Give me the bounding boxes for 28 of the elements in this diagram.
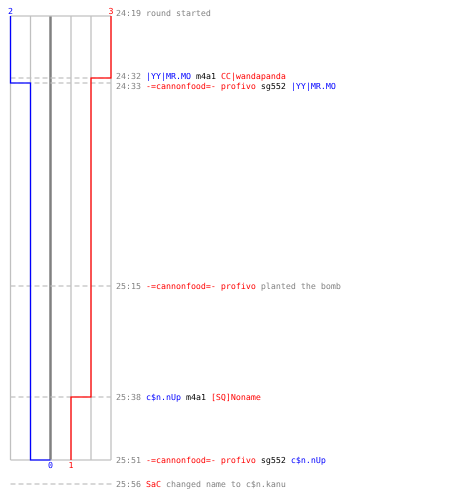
- team-count-label: 1: [68, 460, 74, 470]
- timestamp: 25:56: [116, 479, 141, 489]
- timestamp: 24:33: [116, 81, 141, 91]
- event-message: round started: [146, 8, 211, 18]
- weapon-name: sg552: [260, 81, 286, 91]
- timestamp: 25:38: [116, 392, 141, 402]
- team-count-label: 3: [108, 6, 114, 16]
- player-name: |YY|MR.MO: [146, 71, 191, 81]
- weapon-name: m4a1: [186, 392, 206, 402]
- timestamp: 25:51: [116, 455, 141, 465]
- player-name: [SQ]Noname: [210, 392, 261, 402]
- player-name: -=cannonfood=- profivo: [146, 81, 256, 91]
- player-name: -=cannonfood=- profivo: [146, 281, 256, 291]
- team-count-label: 2: [8, 6, 13, 16]
- team-count-label: 0: [48, 460, 53, 470]
- player-name: SaC: [146, 479, 161, 489]
- player-name: |YY|MR.MO: [290, 81, 336, 91]
- weapon-name: sg552: [260, 455, 286, 465]
- timestamp: 24:32: [116, 71, 141, 81]
- event-message: planted the bomb: [260, 281, 341, 291]
- timestamp: 25:15: [116, 281, 141, 291]
- event-message: changed name to c$n.kanu: [166, 479, 286, 489]
- player-name: CC|wandapanda: [220, 71, 286, 81]
- player-name: -=cannonfood=- profivo: [146, 455, 256, 465]
- weapon-name: m4a1: [196, 71, 216, 81]
- player-name: c$n.nUp: [146, 392, 181, 402]
- player-name: c$n.nUp: [290, 455, 326, 465]
- timestamp: 24:19: [116, 8, 141, 18]
